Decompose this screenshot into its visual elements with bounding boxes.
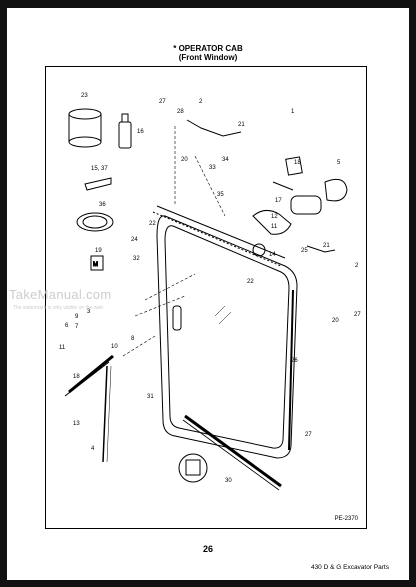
callout: 11 [59, 345, 66, 351]
callout: 10 [111, 344, 118, 350]
callout: 16 [137, 129, 144, 135]
callout: 23 [81, 93, 88, 99]
bottom-seal-shape [184, 414, 282, 488]
page-number: 26 [202, 544, 213, 554]
watermark-line: The watermark is only visible on the web [13, 305, 104, 311]
callout: 26 [291, 358, 298, 364]
callout: 20 [332, 318, 339, 324]
callout: 22 [247, 279, 254, 285]
callout: 33 [209, 165, 216, 171]
decal-bottom-shape [178, 453, 208, 483]
manual-page: * OPERATOR CAB (Front Window) PE-2370 [7, 8, 409, 580]
decal-left-shape: M [90, 255, 104, 271]
callout: 2 [199, 99, 203, 105]
figure-code: PE-2370 [334, 516, 358, 522]
callout: 32 [133, 256, 140, 262]
wiper-arm-shape [64, 354, 114, 463]
callout: 8 [131, 336, 135, 342]
watermark-brand: TakeManual.com [9, 287, 112, 302]
callout: 13 [73, 421, 80, 427]
tube-shape [84, 177, 112, 191]
callout: 28 [177, 109, 184, 115]
document-title: 430 D & G Excavator Parts [310, 564, 389, 571]
callout: 17 [275, 198, 282, 204]
callout: 7 [75, 324, 79, 330]
callout: 19 [95, 248, 102, 254]
callout: 27 [159, 99, 166, 105]
callout: 30 [225, 478, 232, 484]
callout: 6 [65, 323, 69, 329]
callout: 31 [147, 394, 154, 400]
callout: 20 [181, 157, 188, 163]
window-frame-shape [152, 205, 298, 459]
wiper-motor-shape [252, 210, 292, 257]
callout: 24 [131, 237, 138, 243]
callout: 2 [355, 263, 359, 269]
callout: 27 [305, 432, 312, 438]
callout: 35 [217, 192, 224, 198]
callout: 22 [149, 221, 156, 227]
callout: 25 [301, 248, 308, 254]
svg-text:M: M [93, 262, 98, 268]
callout: 9 [75, 314, 79, 320]
callout: 36 [99, 202, 106, 208]
callout: 5 [337, 160, 341, 166]
callout: 18 [73, 374, 80, 380]
diagram-frame: PE-2370 [45, 66, 367, 529]
page-subtitle: (Front Window) [178, 53, 238, 62]
callout: 11 [271, 224, 278, 230]
callout: 15, 37 [91, 166, 108, 172]
callout: 1 [291, 109, 295, 115]
callout: 21 [238, 122, 245, 128]
callout: 12 [271, 214, 278, 220]
callouts: 23 16 27 28 2 21 20 1 34 33 18 5 15, 37 … [59, 93, 361, 484]
callout: 18 [294, 160, 301, 166]
callout: 4 [91, 446, 95, 452]
exploded-parts-diagram: M [59, 93, 361, 491]
page-title: * OPERATOR CAB [173, 44, 243, 53]
coil-hose-shape [76, 212, 114, 232]
callout: 34 [222, 157, 229, 163]
callout: 21 [323, 243, 330, 249]
callout: 14 [269, 252, 276, 258]
callout: 27 [354, 312, 361, 318]
washer-motor-shape [272, 156, 348, 215]
paint-can-shape [68, 108, 102, 148]
spray-bottle-shape [118, 113, 132, 149]
callout: 3 [87, 309, 91, 315]
seal-strip-shape [288, 289, 294, 451]
